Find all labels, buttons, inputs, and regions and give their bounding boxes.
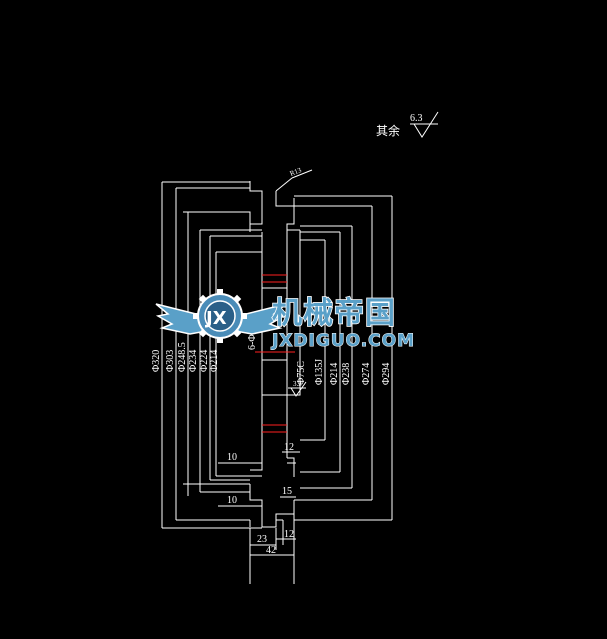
roughness-note-label: 其余	[376, 123, 400, 138]
dim-42: 42	[266, 545, 276, 556]
dim-phi303: Φ303	[165, 350, 176, 372]
dim-phi234: Φ234	[188, 350, 199, 372]
left-dimension-lines	[161, 181, 262, 529]
dim-phi224: Φ224	[199, 350, 210, 372]
right-dimension-texts: Φ75C Φ135J Φ214 Φ238 Φ274 Φ294	[296, 359, 392, 385]
watermark-logo: JX	[155, 289, 287, 343]
watermark-site: JXDIGUO.COM	[271, 331, 415, 351]
dim-phi75: Φ75C	[296, 361, 307, 385]
dim-10-lower: 10	[227, 495, 237, 506]
radius-label: R13	[289, 166, 303, 178]
inner-roughness-value: 3.2	[293, 380, 302, 388]
watermark-title: 机械帝国	[272, 296, 396, 331]
axial-dimensions: 10 12 10 15 23 12 42	[218, 442, 300, 584]
radius-leader: R13	[275, 166, 313, 192]
dim-phi248-5: Φ248.5	[177, 342, 188, 372]
inner-roughness-icon	[288, 381, 307, 397]
dim-phi320: Φ320	[151, 350, 162, 372]
logo-letters: JX	[204, 308, 227, 329]
roughness-symbol-icon	[410, 111, 439, 138]
dim-phi238: Φ238	[341, 363, 352, 385]
watermark: JX 机械帝国 JXDIGUO.COM	[155, 289, 415, 352]
dim-phi294: Φ294	[381, 363, 392, 385]
dim-phi274: Φ274	[361, 363, 372, 385]
dim-10-upper: 10	[227, 452, 237, 463]
dim-15: 15	[282, 486, 292, 497]
dim-23: 23	[257, 534, 267, 545]
left-dimension-texts: Φ320 Φ303 Φ248.5 Φ234 Φ224 Φ214	[151, 342, 220, 372]
hole-note: 6-Φ18	[247, 324, 258, 350]
dim-12-lower: 12	[284, 529, 294, 540]
dim-12-upper: 12	[284, 442, 294, 453]
inner-roughness: 3.2	[288, 380, 307, 397]
roughness-note-value: 6.3	[410, 113, 423, 124]
dim-phi135: Φ135J	[314, 359, 325, 385]
right-dimension-lines	[294, 195, 393, 521]
dim-phi214: Φ214	[209, 350, 220, 372]
roughness-note: 其余 6.3	[376, 111, 439, 138]
dim-phi214-right: Φ214	[329, 363, 340, 385]
